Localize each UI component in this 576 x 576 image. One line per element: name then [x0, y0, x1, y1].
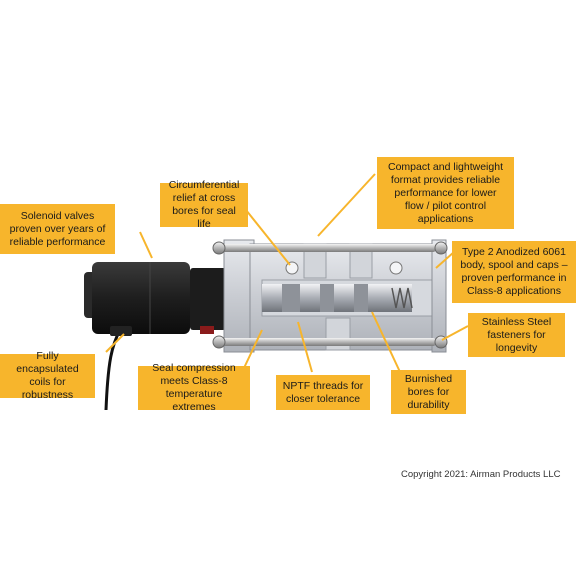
callout-compact-format: Compact and lightweight format provides … [377, 157, 514, 229]
callout-seal-compression: Seal compression meets Class-8 temperatu… [138, 362, 250, 413]
spool [262, 284, 413, 312]
callout-encapsulated-coils: Fully encapsulated coils for robustness [0, 350, 95, 401]
callout-type2-anodized: Type 2 Anodized 6061 body, spool and cap… [452, 241, 576, 303]
solenoid-coil [84, 262, 226, 336]
copyright-text: Copyright 2021: Airman Products LLC [401, 469, 561, 480]
callout-stainless-fasteners: Stainless Steel fasteners for longevity [468, 313, 565, 357]
callout-burnished-bores: Burnished bores for durability [391, 370, 466, 414]
callout-nptf-threads: NPTF threads for closer tolerance [276, 375, 370, 410]
callout-circumferential-relief: Circumferential relief at cross bores fo… [160, 179, 248, 230]
coil-cable [104, 329, 122, 411]
callout-solenoid-valves: Solenoid valves proven over years of rel… [0, 204, 115, 254]
stainless-fasteners [212, 241, 448, 349]
leader-lines [105, 173, 469, 373]
right-end-cap [431, 239, 447, 353]
